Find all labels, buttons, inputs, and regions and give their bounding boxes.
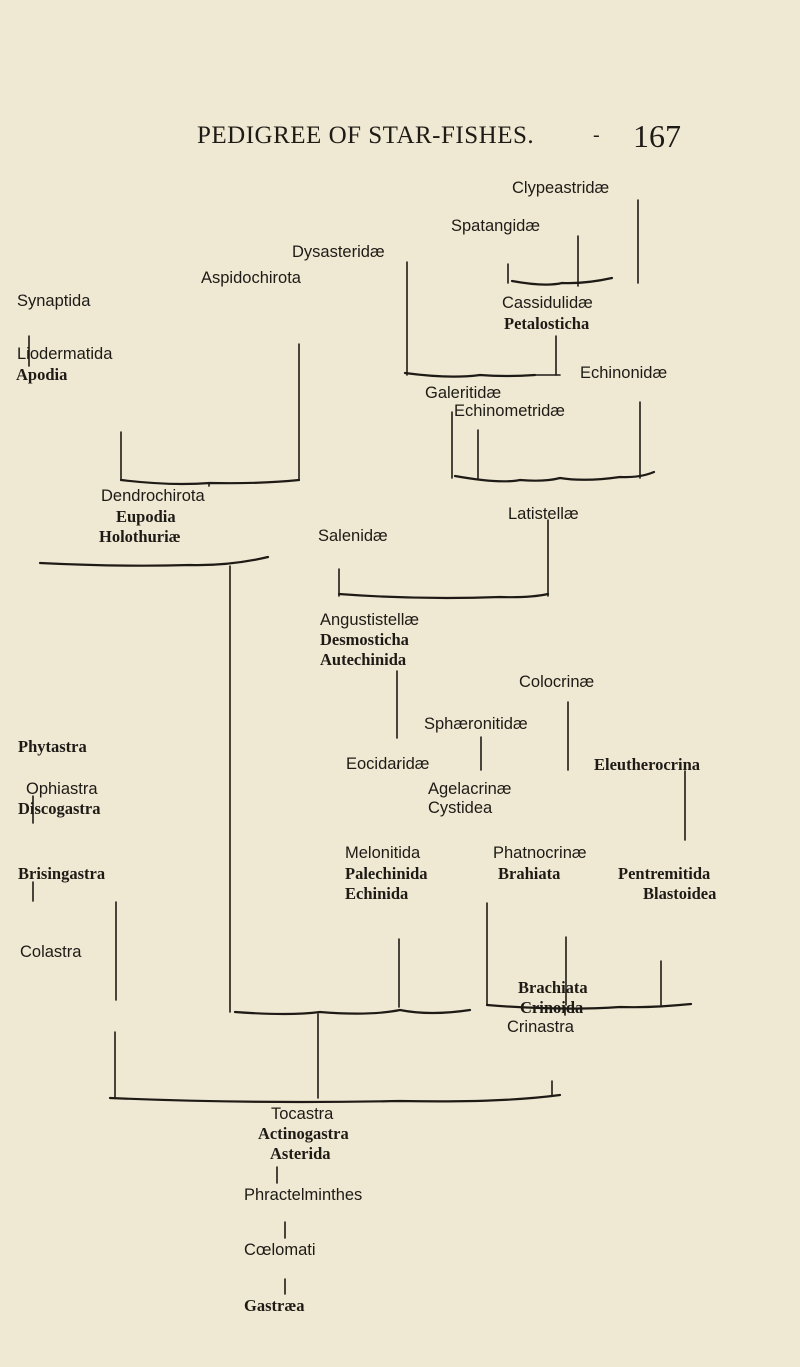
- label-echinonidae: Echinonidæ: [580, 364, 668, 382]
- label-holothuriae: Holothuriæ: [99, 527, 181, 546]
- label-phatnocrinae: Phatnocrinæ: [493, 844, 587, 862]
- label-echinometridae: Echinometridæ: [454, 402, 565, 420]
- label-cystidea: Cystidea: [428, 799, 493, 817]
- page-header: PEDIGREE OF STAR-FISHES. - 167: [0, 118, 800, 158]
- label-asterida: Asterida: [270, 1144, 331, 1163]
- label-salenidae: Salenidæ: [318, 527, 388, 545]
- label-dysasteridae: Dysasteridæ: [292, 243, 385, 261]
- label-eleutherocrina: Eleutherocrina: [594, 755, 701, 774]
- label-dendrochirota: Dendrochirota: [101, 487, 205, 505]
- label-ophiastra: Ophiastra: [26, 780, 98, 798]
- label-brachiata: Brachiata: [518, 978, 588, 997]
- label-autechinida: Autechinida: [320, 650, 407, 669]
- running-title: PEDIGREE OF STAR-FISHES.: [197, 122, 535, 149]
- label-aspidochirota: Aspidochirota: [201, 269, 301, 287]
- label-synaptida: Synaptida: [17, 292, 91, 310]
- label-colastra: Colastra: [20, 943, 82, 961]
- label-agelacrinae: Agelacrinæ: [428, 780, 512, 798]
- label-discogastra: Discogastra: [18, 799, 101, 818]
- label-coelomati: Cœlomati: [244, 1241, 316, 1259]
- label-crinastra: Crinastra: [507, 1018, 574, 1036]
- page-number: 167: [633, 118, 681, 154]
- label-clypeastridae: Clypeastridæ: [512, 179, 610, 197]
- label-latistellae: Latistellæ: [508, 505, 579, 523]
- label-palechinida: Palechinida: [345, 864, 428, 883]
- label-cassidulidae: Cassidulidæ: [502, 294, 593, 312]
- label-gastraea: Gastræa: [244, 1296, 305, 1315]
- label-colocrinae: Colocrinæ: [519, 673, 595, 691]
- label-melonitida: Melonitida: [345, 844, 421, 862]
- label-phractelminthes: Phractelminthes: [244, 1186, 363, 1204]
- label-angustistellae: Angustistellæ: [320, 611, 420, 629]
- label-pentremitida: Pentremitida: [618, 864, 711, 883]
- label-actinogastra: Actinogastra: [258, 1124, 349, 1143]
- label-spatangidae: Spatangidæ: [451, 217, 540, 235]
- label-desmosticha: Desmosticha: [320, 630, 409, 649]
- label-brahiata: Brahiata: [498, 864, 561, 883]
- label-eupodia: Eupodia: [116, 507, 176, 526]
- header-dash: -: [593, 124, 600, 146]
- label-galeritidae: Galeritidæ: [425, 384, 502, 402]
- label-petalosticha: Petalosticha: [504, 314, 590, 333]
- label-apodia: Apodia: [16, 365, 68, 384]
- label-liodermatida: Liodermatida: [17, 345, 113, 363]
- label-phytastra: Phytastra: [18, 737, 87, 756]
- label-eocidaridae: Eocidaridæ: [346, 755, 430, 773]
- label-crinoida: Crinoida: [520, 998, 584, 1017]
- label-brisingastra: Brisingastra: [18, 864, 106, 883]
- label-blastoidea: Blastoidea: [643, 884, 717, 903]
- label-echinida: Echinida: [345, 884, 409, 903]
- label-sphaeronitidae: Sphæronitidæ: [424, 715, 528, 733]
- label-tocastra: Tocastra: [271, 1105, 334, 1123]
